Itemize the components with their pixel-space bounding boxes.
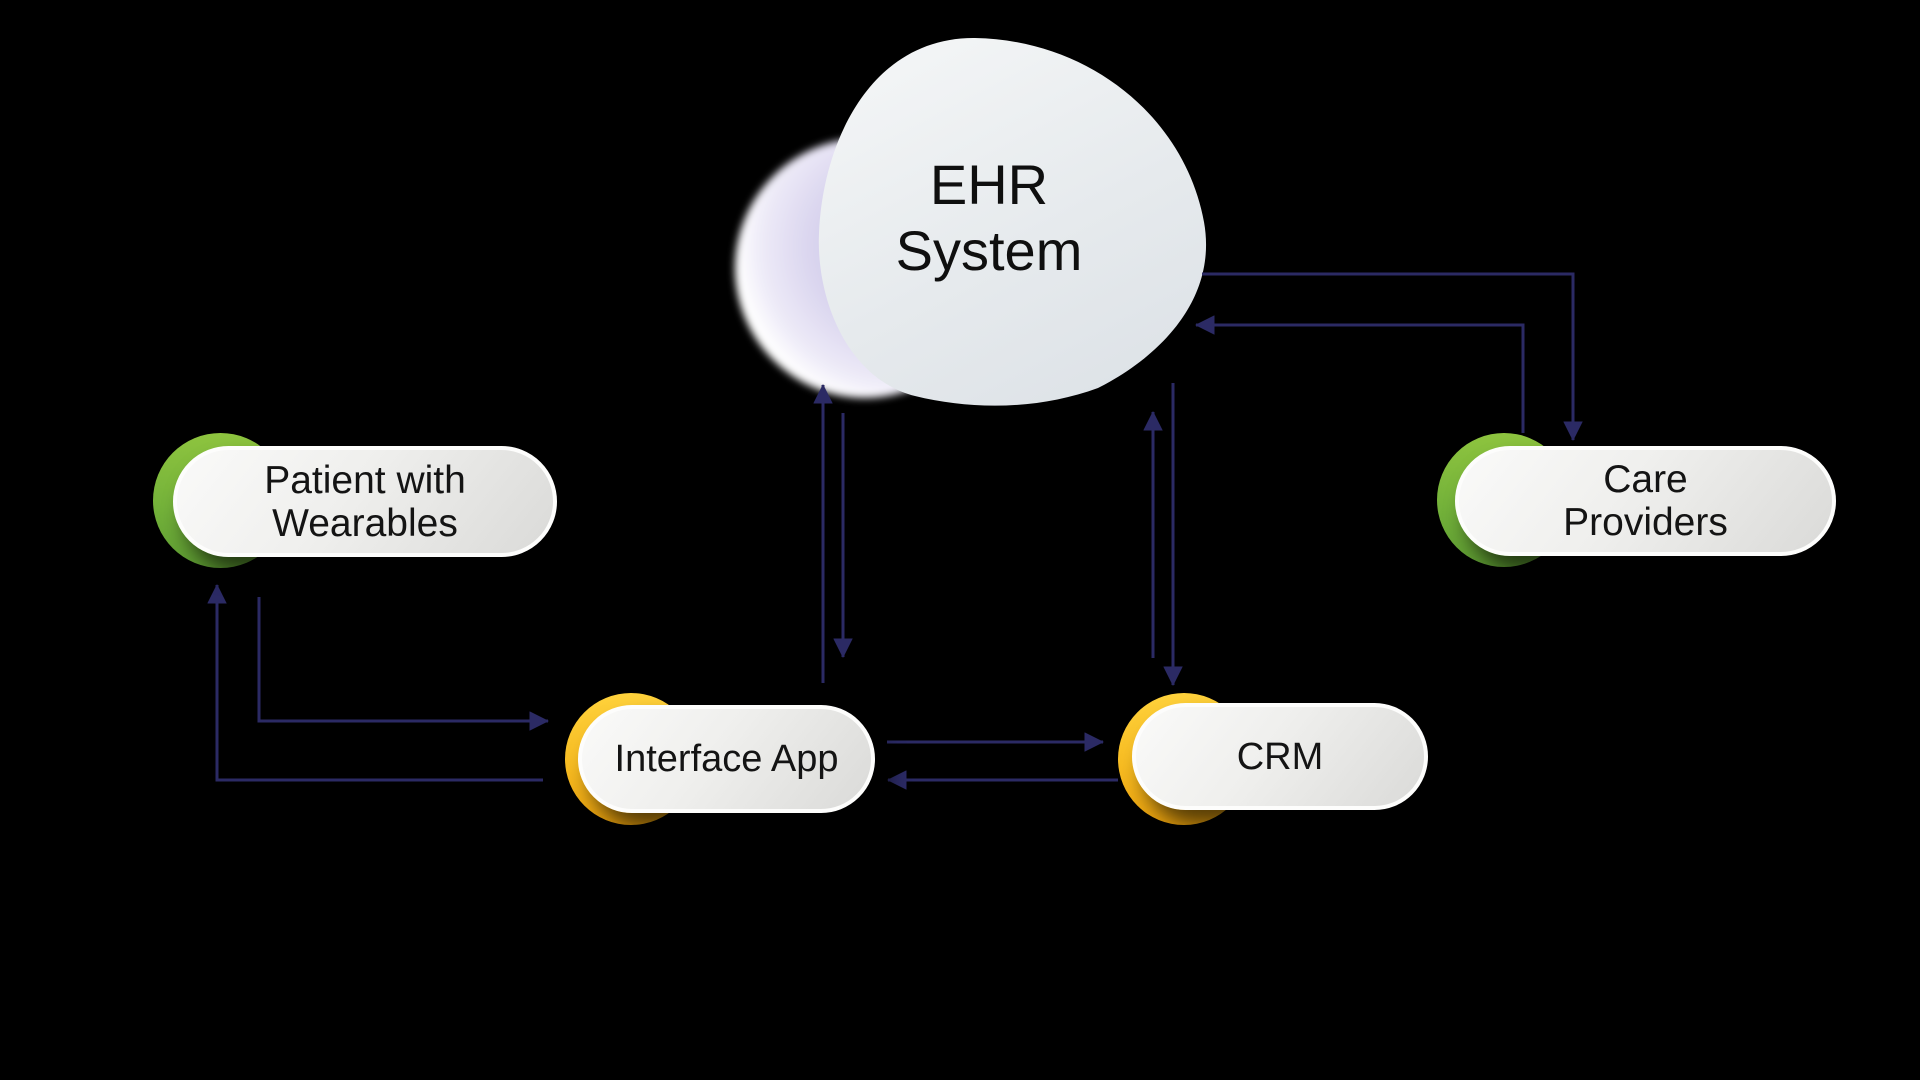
crm-pill-face: CRM	[1132, 703, 1428, 810]
patient-label-line2: Wearables	[272, 501, 458, 545]
node-crm: CRM	[1118, 693, 1428, 825]
patient-pill-face: Patient with Wearables	[173, 446, 557, 557]
interface-label: Interface App	[614, 738, 839, 780]
patient-label-line1: Patient with	[264, 458, 466, 502]
arrow-care-to-ehr	[1195, 315, 1525, 433]
connectors	[207, 272, 1583, 790]
interface-pill-face: Interface App	[578, 705, 875, 813]
node-patient-with-wearables: Patient with Wearables	[153, 433, 557, 568]
node-care-providers: Care Providers	[1437, 433, 1836, 567]
care-pill-face: Care Providers	[1455, 446, 1836, 556]
arrow-interface-to-patient	[207, 584, 543, 782]
ehr-label-line2: System	[895, 219, 1083, 282]
arrow-patient-to-interface	[257, 597, 549, 731]
care-label-line1: Care	[1603, 458, 1688, 501]
node-ehr: EHR System	[789, 152, 1189, 284]
ehr-cloud-shape	[735, 37, 1207, 406]
care-label-line2: Providers	[1563, 501, 1728, 544]
arrow-ehr-to-care	[1202, 272, 1583, 441]
node-interface-app: Interface App	[565, 693, 875, 825]
cloud-main-blob	[818, 37, 1207, 406]
ehr-label-line1: EHR	[929, 153, 1049, 216]
crm-label: CRM	[1236, 735, 1324, 778]
